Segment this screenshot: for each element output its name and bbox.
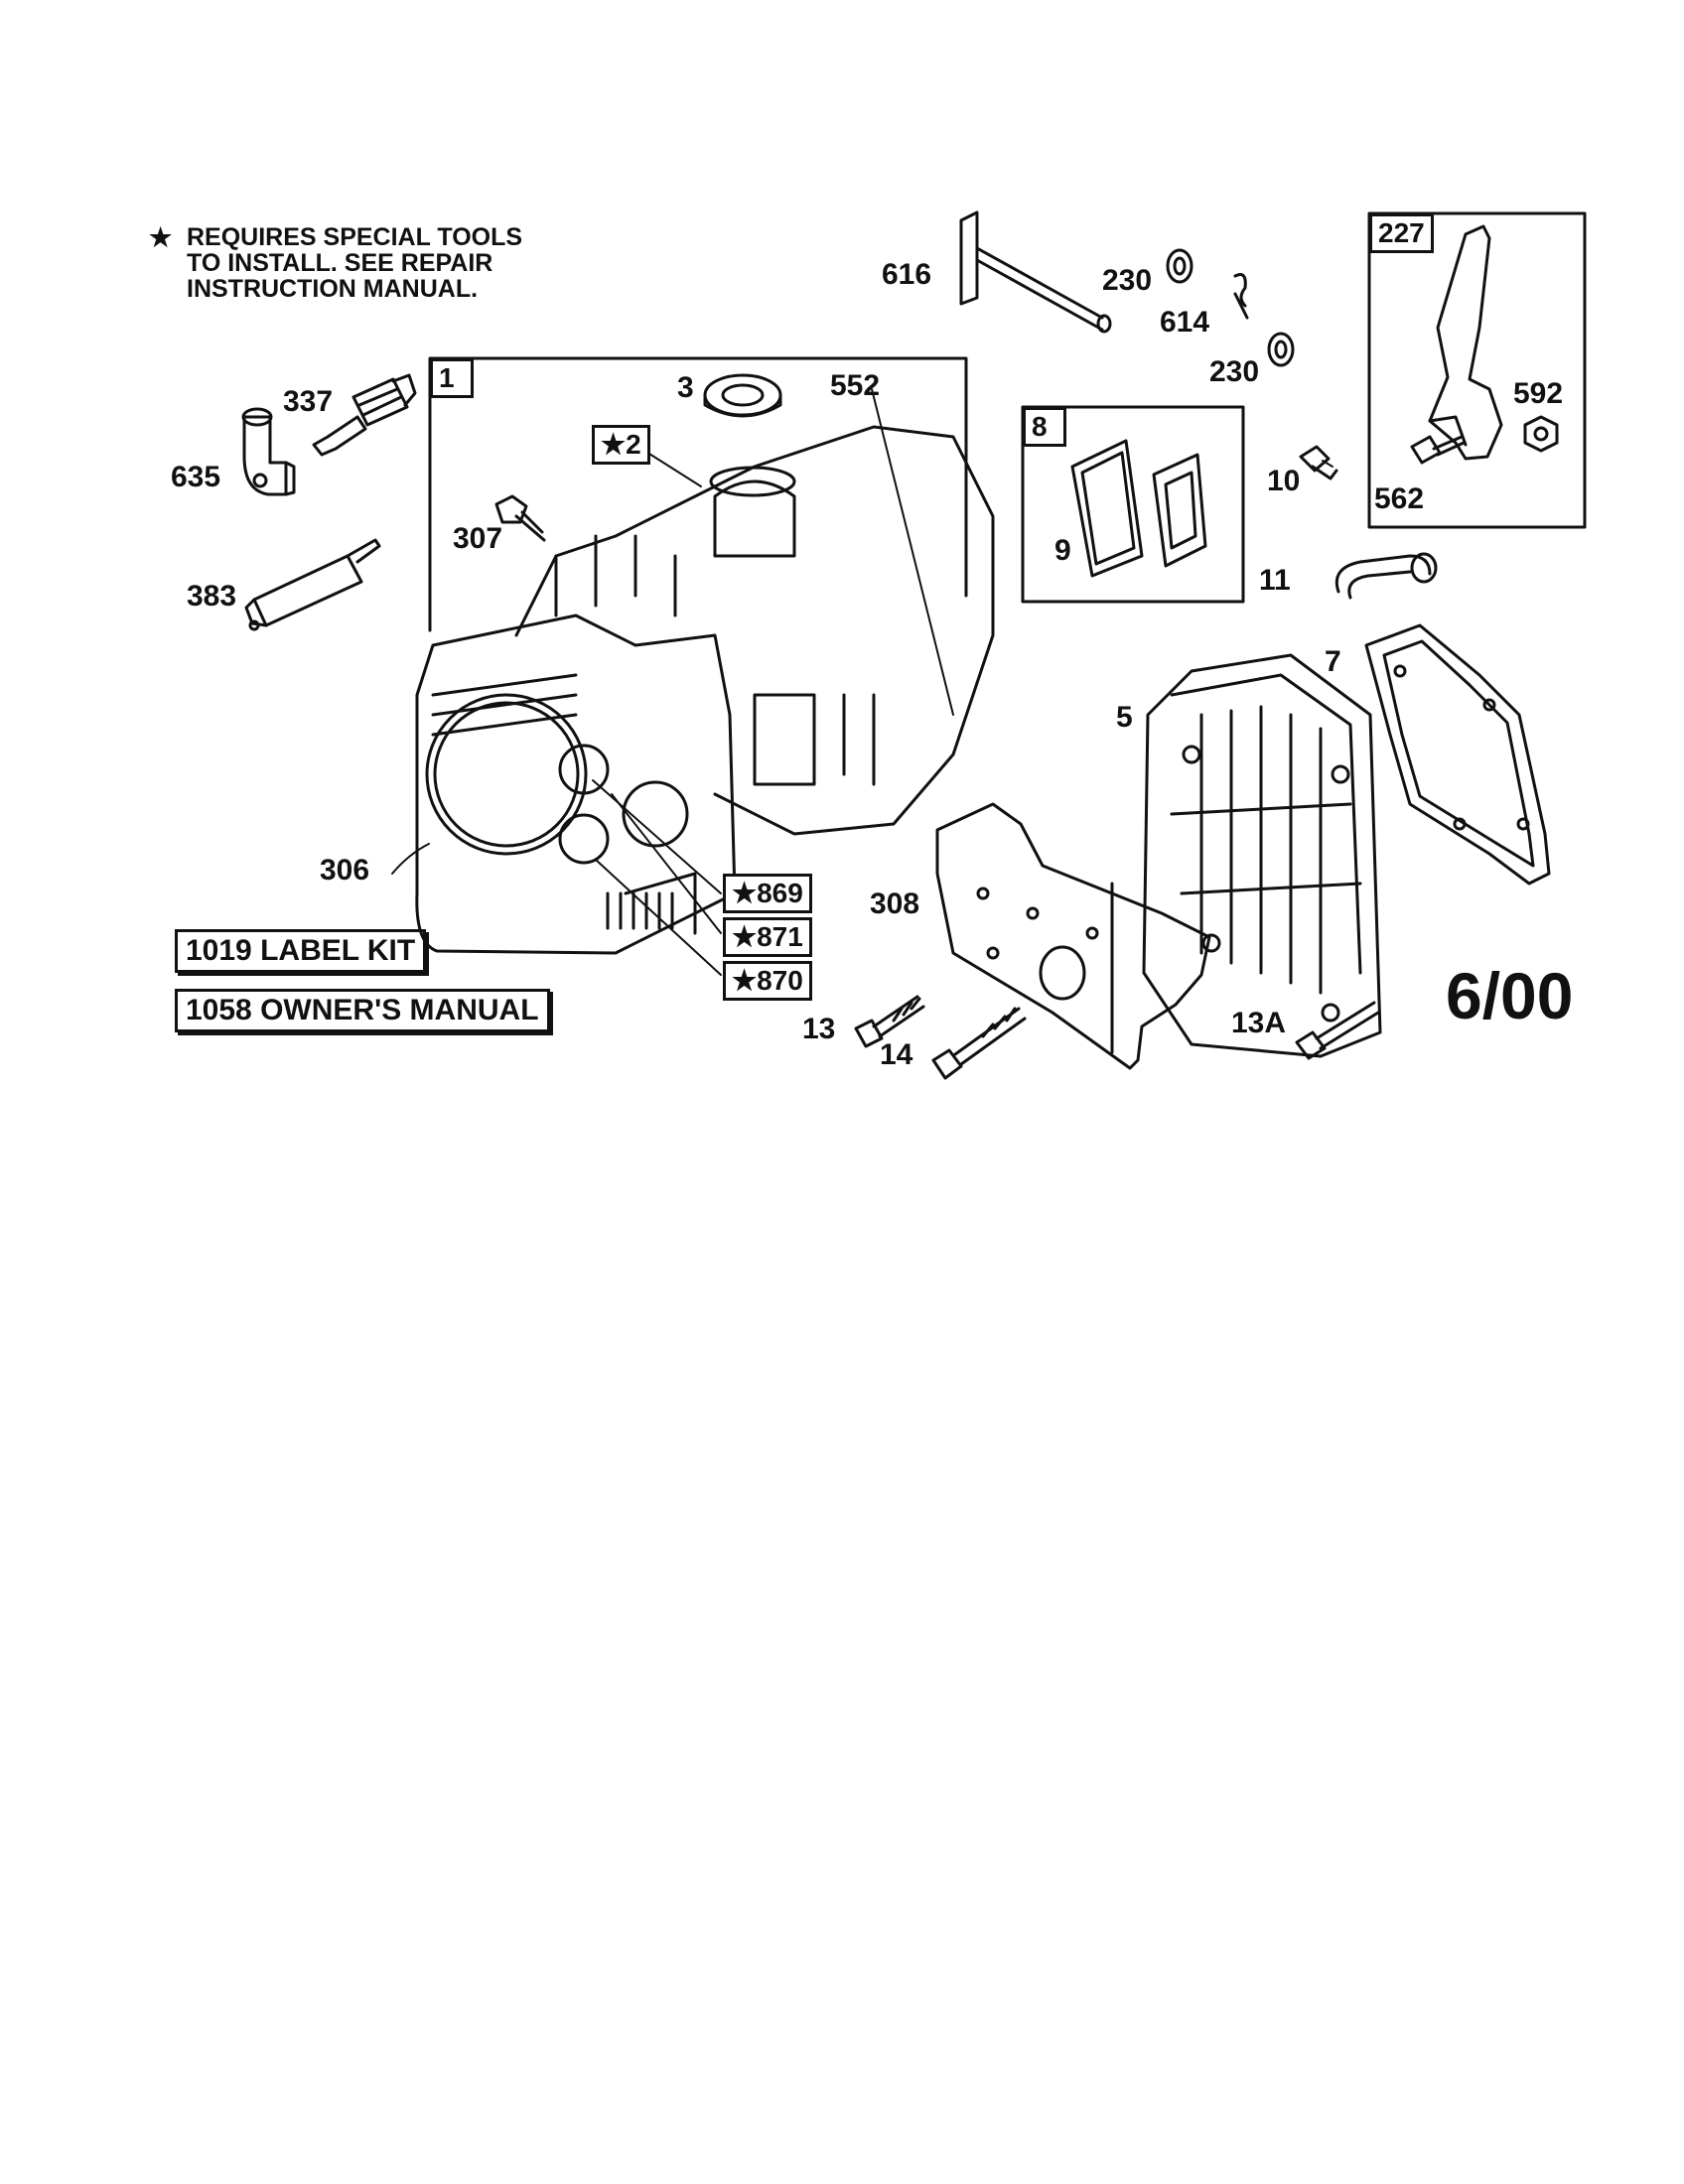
callout-562: 562	[1374, 482, 1425, 515]
shroud-308-drawing	[935, 802, 1211, 1070]
screw-10-drawing	[1299, 445, 1338, 480]
revision-date: 6/00	[1446, 959, 1574, 1032]
screw-307-drawing	[494, 494, 546, 542]
boot-635-drawing	[241, 407, 296, 496]
special-tools-note: ★ REQUIRES SPECIAL TOOLS TO INSTALL. SEE…	[149, 224, 522, 302]
callout-10: 10	[1267, 465, 1301, 497]
callout-8: 8	[1023, 407, 1066, 447]
owners-manual-box: 1058 OWNER'S MANUAL	[175, 989, 550, 1032]
leader-lines	[391, 388, 1333, 976]
callout-7: 7	[1325, 645, 1341, 678]
callout-616: 616	[882, 258, 932, 291]
callout-13: 13	[802, 1013, 836, 1045]
callout-2: ★2	[592, 425, 650, 465]
callout-592: 592	[1513, 377, 1564, 410]
callout-306: 306	[320, 854, 370, 887]
callout-230-bottom: 230	[1209, 355, 1260, 388]
lever-227-drawing	[1428, 224, 1503, 461]
note-line-1: REQUIRES SPECIAL TOOLS	[187, 223, 523, 251]
tube-11-drawing	[1334, 552, 1438, 600]
screw-562-drawing	[1410, 435, 1466, 465]
callout-337: 337	[283, 385, 334, 418]
cylinder-head-5-drawing	[1142, 653, 1382, 1058]
callout-869: ★869	[723, 874, 812, 913]
callout-1: 1	[430, 358, 474, 398]
spark-plug-337-drawing	[312, 373, 417, 457]
group-1-frame	[428, 356, 968, 632]
bolt-13-drawing	[854, 995, 925, 1048]
gasket-7-drawing	[1364, 623, 1551, 886]
note-line-3: INSTRUCTION MANUAL.	[187, 275, 479, 303]
callout-9: 9	[1054, 534, 1071, 567]
callout-552: 552	[830, 369, 881, 402]
callout-13a: 13A	[1231, 1007, 1287, 1039]
callout-635: 635	[171, 461, 221, 493]
nut-592-drawing	[1523, 415, 1559, 453]
clip-614-drawing	[1233, 273, 1249, 320]
callout-870: ★870	[723, 961, 812, 1001]
lead-383-drawing	[244, 538, 381, 631]
breather-9-drawing	[1070, 439, 1207, 578]
callout-871: ★871	[723, 917, 812, 957]
callout-308: 308	[870, 887, 920, 920]
washer-230-top-drawing	[1166, 248, 1193, 284]
group-227-frame	[1367, 211, 1587, 529]
cylinder-block-drawing	[415, 425, 995, 955]
bolt-14-drawing	[931, 1007, 1027, 1080]
shaft-616-drawing	[959, 210, 1112, 334]
callout-307: 307	[453, 522, 503, 555]
washer-230-bottom-drawing	[1267, 332, 1295, 367]
label-kit-box: 1019 LABEL KIT	[175, 929, 427, 973]
callout-3: 3	[677, 371, 694, 404]
callout-614: 614	[1160, 306, 1210, 339]
callout-230-top: 230	[1102, 264, 1153, 297]
group-8-frame	[1021, 405, 1245, 604]
note-line-2: TO INSTALL. SEE REPAIR	[187, 249, 493, 277]
callout-14: 14	[880, 1038, 913, 1071]
callout-383: 383	[187, 580, 237, 613]
callout-5: 5	[1116, 701, 1133, 734]
callout-11: 11	[1259, 564, 1291, 597]
callout-227: 227	[1369, 213, 1434, 253]
bolt-13a-drawing	[1295, 1001, 1380, 1060]
seal-3-drawing	[703, 373, 782, 418]
star-icon: ★	[149, 222, 173, 252]
